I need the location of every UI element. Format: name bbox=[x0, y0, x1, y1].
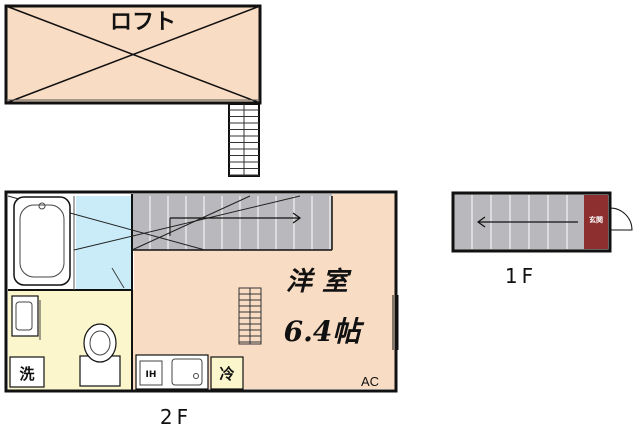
toilet-seat bbox=[89, 330, 111, 356]
entrance-door-swing bbox=[609, 207, 633, 231]
room-size: 6.4帖 bbox=[284, 315, 365, 348]
toilet-bowl bbox=[83, 323, 117, 363]
fridge-label: 冷 bbox=[219, 365, 234, 383]
outer-wall bbox=[4, 190, 398, 393]
ih-label: IH bbox=[146, 370, 157, 380]
floor-2f-label: 2F bbox=[160, 405, 192, 429]
reference-line bbox=[73, 195, 301, 251]
reference-line bbox=[131, 195, 251, 251]
washer-space bbox=[9, 356, 45, 388]
bath-drain-icon bbox=[38, 202, 46, 210]
loft-label: ロフト bbox=[110, 9, 176, 35]
loft-ladder bbox=[228, 103, 260, 177]
stair-area bbox=[132, 194, 332, 250]
floor-1f: 玄関 bbox=[451, 191, 633, 253]
loft-cross-line bbox=[5, 5, 261, 104]
stair-arrow-head bbox=[292, 212, 302, 224]
floor-2f: 洗 IH 冷 洋室 6.4帖 AC bbox=[4, 190, 399, 393]
stair1-arrow-head bbox=[476, 216, 486, 228]
entrance-label: 玄関 bbox=[589, 215, 603, 224]
washer-label: 洗 bbox=[19, 365, 34, 383]
wash-basin-bowl bbox=[15, 301, 33, 331]
room-name: 洋室 bbox=[286, 267, 358, 297]
loft-area: ロフト bbox=[4, 4, 262, 105]
ac-label: AC bbox=[361, 374, 379, 389]
kitchen-sink bbox=[171, 358, 203, 386]
entrance bbox=[584, 195, 608, 249]
ih-stove bbox=[139, 360, 163, 386]
floor-1f-label: 1F bbox=[505, 264, 537, 288]
sink-drain-icon bbox=[193, 373, 199, 379]
bathtub-inner bbox=[19, 204, 65, 278]
shower-line bbox=[111, 267, 125, 289]
fridge-space bbox=[210, 356, 244, 390]
